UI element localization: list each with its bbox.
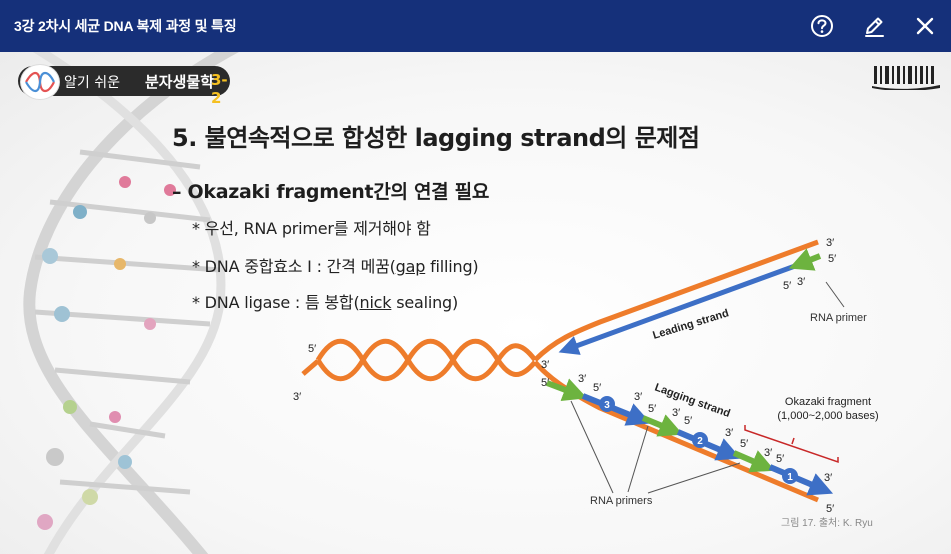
slide-subheading: – Okazaki fragment간의 연결 필요	[172, 181, 490, 203]
prime-label: 3′	[797, 276, 805, 288]
okazaki-fragment-label: Okazaki fragment	[785, 396, 871, 408]
figure-caption: 그림 17. 출처: K. Ryu	[781, 517, 873, 529]
close-icon	[916, 17, 934, 35]
publisher-logo-icon	[872, 66, 940, 90]
prime-label: 3′	[672, 407, 680, 419]
logo-text-1: 알기 쉬운	[64, 75, 120, 91]
help-button[interactable]	[808, 12, 836, 40]
close-button[interactable]	[911, 12, 939, 40]
edit-button[interactable]	[860, 12, 888, 40]
bullet-2: * DNA 중합효소 I : 간격 메꿈(gap filling)	[192, 257, 479, 276]
rna-primers-label: RNA primers	[590, 495, 653, 507]
dna-helix-decoration	[23, 52, 240, 554]
prime-label: 3′	[764, 447, 772, 459]
bullet-1: * 우선, RNA primer를 제거해야 함	[192, 219, 431, 238]
fragment-3-label: 3	[604, 400, 610, 411]
prime-label: 3′	[578, 373, 586, 385]
help-icon	[811, 15, 833, 37]
prime-label: 3′	[725, 427, 733, 439]
prime-label: 5′	[308, 343, 316, 355]
prime-label: 3′	[541, 359, 549, 371]
prime-label: 5′	[740, 438, 748, 450]
prime-label: 5′	[826, 503, 834, 515]
prime-label: 5′	[783, 280, 791, 292]
window-title: 3강 2차시 세균 DNA 복제 과정 및 특징	[14, 18, 237, 34]
title-bar: 3강 2차시 세균 DNA 복제 과정 및 특징	[0, 0, 951, 52]
prime-label: 3′	[634, 391, 642, 403]
prime-label: 5′	[828, 253, 836, 265]
rna-primer-label: RNA primer	[810, 312, 867, 324]
prime-label: 5′	[648, 403, 656, 415]
slide-heading: 5. 불연속적으로 합성한 lagging strand의 문제점	[172, 124, 700, 152]
prime-label: 5′	[541, 377, 549, 389]
lagging-strand-label: Lagging strand	[653, 382, 732, 420]
prime-label: 5′	[776, 453, 784, 465]
prime-label: 3′	[824, 472, 832, 484]
fragment-2-label: 2	[697, 436, 703, 447]
logo-text-3: 3-2	[211, 71, 228, 107]
bullet-3: * DNA ligase : 틈 봉합(nick sealing)	[192, 293, 459, 312]
pen-icon	[865, 17, 884, 37]
prime-label: 5′	[684, 415, 692, 427]
fragment-1-label: 1	[787, 472, 793, 483]
dna-logo-icon	[20, 64, 60, 100]
logo-text-2: 분자생물학	[145, 73, 215, 91]
course-logo: 알기 쉬운 분자생물학 3-2	[18, 64, 238, 107]
prime-label: 5′	[593, 382, 601, 394]
prime-label: 3′	[293, 391, 301, 403]
okazaki-fragment-size-label: (1,000~2,000 bases)	[777, 410, 878, 422]
prime-label: 3′	[826, 237, 834, 249]
